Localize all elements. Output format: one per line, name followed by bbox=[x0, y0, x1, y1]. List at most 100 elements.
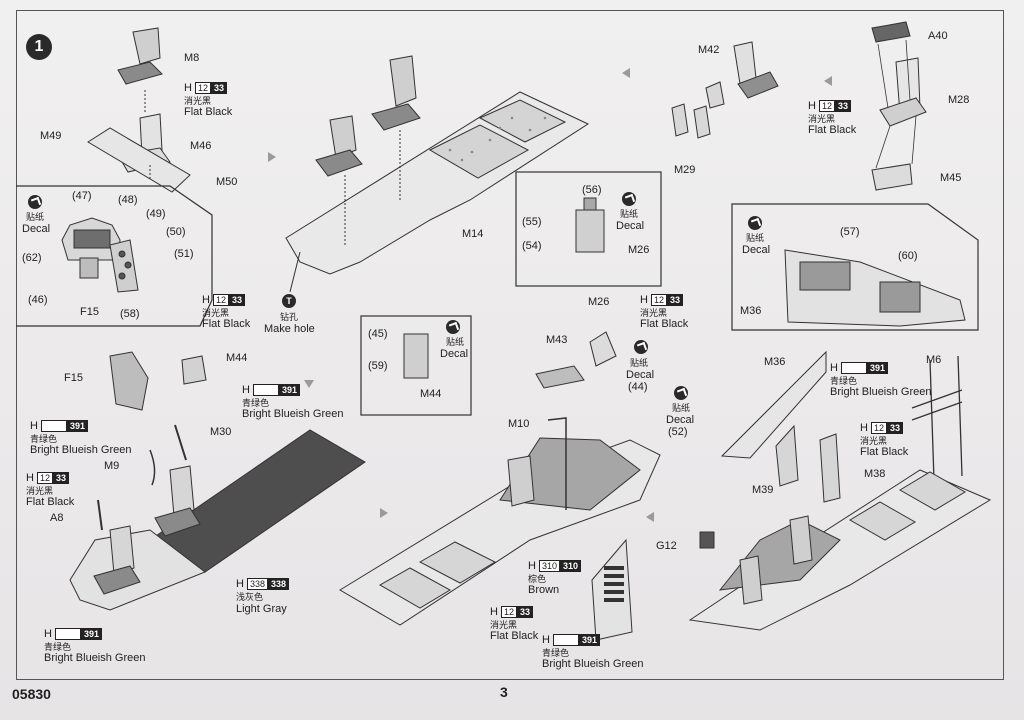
decal-label-en: Decal bbox=[22, 223, 51, 235]
paint-name-cn: 青绿色 bbox=[30, 434, 58, 444]
decal-label-en: Decal bbox=[626, 369, 655, 381]
step-number-badge: 1 bbox=[26, 34, 52, 60]
decal-number: (62) bbox=[22, 252, 42, 264]
part-label-m26: M26 bbox=[628, 244, 650, 256]
paint-name-cn: 青绿色 bbox=[44, 642, 72, 652]
part-label-a40: A40 bbox=[928, 30, 948, 42]
part-label-m46: M46 bbox=[190, 140, 212, 152]
decal-label-cn: 贴纸 bbox=[746, 233, 765, 243]
part-label-m49: M49 bbox=[40, 130, 62, 142]
part-label-m43: M43 bbox=[546, 334, 568, 346]
decal-number: (49) bbox=[146, 208, 166, 220]
part-label-m30: M30 bbox=[210, 426, 232, 438]
decal-panel-outline bbox=[16, 185, 213, 327]
part-label-m9: M9 bbox=[104, 460, 120, 472]
seat-m42 bbox=[733, 41, 757, 85]
part-label-m44: M44 bbox=[420, 388, 442, 400]
page-frame bbox=[16, 10, 1004, 680]
bulkhead-f15 bbox=[109, 351, 149, 411]
paint-name-en: Light Gray bbox=[236, 603, 287, 615]
decal-icon bbox=[446, 320, 460, 334]
decal-number: (51) bbox=[174, 248, 194, 260]
paint-name-en: Flat Black bbox=[860, 446, 909, 458]
flow-arrow bbox=[622, 68, 630, 78]
paint-name-cn: 青绿色 bbox=[242, 398, 270, 408]
kit-number: 05830 bbox=[12, 686, 51, 702]
flow-arrow bbox=[824, 76, 832, 86]
panel-m36 bbox=[720, 350, 827, 459]
paint-name-cn: 消光黑 bbox=[26, 486, 54, 496]
make-hole-label-cn: 钻孔 bbox=[280, 312, 299, 322]
paint-name-cn: 消光黑 bbox=[860, 436, 888, 446]
part-label-m29: M29 bbox=[674, 164, 696, 176]
part-label-m50: M50 bbox=[216, 176, 238, 188]
decal-icon bbox=[748, 216, 762, 230]
paint-name-cn: 消光黑 bbox=[808, 114, 836, 124]
part-label-m38: M38 bbox=[864, 468, 886, 480]
part-m44 bbox=[181, 355, 207, 385]
decal-number: (47) bbox=[72, 190, 92, 202]
decal-number: (56) bbox=[582, 184, 602, 196]
paint-name-cn: 棕色 bbox=[528, 574, 547, 584]
decal-label-cn: 贴纸 bbox=[446, 337, 465, 347]
paint-name-cn: 消光黑 bbox=[202, 308, 230, 318]
cockpit-floor-m14 bbox=[285, 91, 590, 275]
paint-name-cn: 消光黑 bbox=[184, 96, 212, 106]
decal-number: (48) bbox=[118, 194, 138, 206]
paint-name-en: Bright Blueish Green bbox=[542, 658, 644, 670]
flow-arrow bbox=[380, 508, 388, 518]
instrument-panel-f15 bbox=[61, 217, 139, 293]
part-label-m42: M42 bbox=[698, 44, 720, 56]
paint-name-en: Flat Black bbox=[184, 106, 233, 118]
paint-name-cn: 青绿色 bbox=[830, 376, 858, 386]
paint-name-en: Flat Black bbox=[640, 318, 689, 330]
part-label-m36: M36 bbox=[740, 305, 762, 317]
decal-icon bbox=[622, 192, 636, 206]
part-label-m39: M39 bbox=[752, 484, 774, 496]
decal-number: (52) bbox=[668, 426, 688, 438]
seat-m8-drawing bbox=[117, 27, 163, 85]
part-label-f15: F15 bbox=[80, 306, 99, 318]
part-label-a8: A8 bbox=[50, 512, 64, 524]
decal-label-cn: 贴纸 bbox=[672, 403, 691, 413]
decal-label-cn: 贴纸 bbox=[630, 358, 649, 368]
decal-label-en: Decal bbox=[616, 220, 645, 232]
flow-arrow bbox=[268, 152, 276, 162]
part-label-m10: M10 bbox=[508, 418, 530, 430]
part-label-g12: G12 bbox=[656, 540, 677, 552]
flow-arrow bbox=[304, 380, 314, 388]
decal-number: (44) bbox=[628, 381, 648, 393]
decal-number: (54) bbox=[522, 240, 542, 252]
decal-number: (59) bbox=[368, 360, 388, 372]
decal-label-en: Decal bbox=[666, 414, 695, 426]
part-label-m8: M8 bbox=[184, 52, 200, 64]
page-number: 3 bbox=[500, 684, 508, 700]
part-label-m36: M36 bbox=[764, 356, 786, 368]
paint-name-cn: 消光黑 bbox=[640, 308, 668, 318]
decal-number: (60) bbox=[898, 250, 918, 262]
decal-label-en: Decal bbox=[440, 348, 469, 360]
decal-label-cn: 贴纸 bbox=[26, 212, 45, 222]
paint-name-cn: 消光黑 bbox=[490, 620, 518, 630]
decal-icon bbox=[28, 195, 42, 209]
paint-name-cn: 青绿色 bbox=[542, 648, 570, 658]
decal-icon bbox=[634, 340, 648, 354]
make-hole-icon: T bbox=[282, 294, 296, 308]
paint-name-en: Bright Blueish Green bbox=[242, 408, 344, 420]
part-label-m6: M6 bbox=[926, 354, 942, 366]
decal-number: (50) bbox=[166, 226, 186, 238]
seat-pair-top bbox=[315, 55, 421, 177]
part-label-m14: M14 bbox=[462, 228, 484, 240]
decal-label-en: Decal bbox=[742, 244, 771, 256]
